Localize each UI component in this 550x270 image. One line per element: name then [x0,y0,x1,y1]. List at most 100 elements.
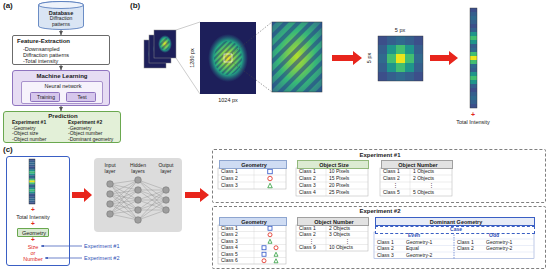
vector-cell [470,44,477,48]
circle-icon [268,176,273,181]
panel-letter: (b) [130,2,140,11]
process-arrow [430,51,458,65]
node-text: Object Number [314,219,353,225]
projection-line [176,58,200,94]
square-icon [268,169,273,174]
table-cell: Geometry-2 [406,253,432,259]
node-text: + [31,237,35,244]
dimension-label: 5 px [395,27,405,33]
vector-cell [470,52,477,56]
network-link [138,190,166,191]
table-header: Dominant Geometry [375,217,535,226]
vector-cell [29,177,35,179]
feature-tag: Geometry [17,228,49,237]
table-cell: Class 5 [221,252,238,258]
table-cell: Class 9 [299,245,316,251]
node-text: Neural network [45,83,82,89]
table-cell: 10 Objects [329,245,353,251]
vector-outline [29,159,35,204]
table-cell: 20 Pixels [329,183,349,189]
square-icon [262,246,266,250]
fringe-lines [160,38,170,51]
network-link [110,194,138,220]
case-header: Case [375,226,535,234]
vector-cell [29,168,35,170]
node-text: Test [77,95,86,101]
node-text: Size or Number [21,244,45,262]
vector-cell [29,200,35,202]
vector-cell [470,92,477,96]
table-cell: Geometry-1 [486,240,512,246]
table-cell: 2 Objects [329,226,350,232]
table-cell: ⋮ [393,183,398,189]
table-cell: Class 1 [299,169,316,175]
vector-cell [470,32,477,36]
vector-cell [29,161,35,163]
table-frame [296,168,368,196]
pointer-arrow [41,246,82,247]
full-pattern-image [200,22,256,94]
vector-cell [29,184,35,186]
vector-cell [29,159,35,161]
vector-cell [29,182,35,184]
process-arrow [332,51,362,65]
grid-cell [405,72,414,81]
table-frame [218,225,286,264]
table-cell: ⋮ [429,183,434,189]
vector-cell [29,172,35,174]
node-text: Training [37,95,55,101]
table-rule [254,168,255,189]
grid-cell [387,36,396,45]
network-neuron [107,181,114,188]
pattern-frame [149,35,171,63]
vector-cell [470,72,477,76]
cylinder-top [39,2,84,9]
table-cell: Class 1 [457,240,474,246]
table-cell: ⋮ [309,239,314,245]
zoomed-pattern-image [272,22,322,92]
table-cell: Class 5 [383,190,400,196]
network-link [110,180,138,214]
circle-icon [262,259,266,263]
step-box: Training [30,92,60,102]
vector-cell [470,56,477,60]
node-text: -Total intensity [23,58,58,64]
vector-cell [29,188,35,190]
table-frame [218,168,286,189]
grid-cell [414,72,423,81]
vector-cell [470,84,477,88]
circle-icon [268,233,272,237]
network-link [138,180,166,190]
grid-cell [387,63,396,72]
table-cell: Class 1 [221,226,238,232]
grid-cell [414,36,423,45]
vector-cell [29,190,35,192]
table-cell: Class 6 [221,258,238,264]
table-cell: Class 2 [299,232,316,238]
node-text: Experiment #1 [359,152,400,159]
node-text: -Dominant geometry [68,137,113,143]
vector-cell [470,12,477,16]
table-cell: Class 2 [299,176,316,182]
vector-cell [29,195,35,197]
table-cell: Class 1 [299,226,316,232]
table-cell: Class 2 [221,232,238,238]
node-text: Geometry [241,219,267,225]
table-cell: Class 3 [299,183,316,189]
square-icon [268,226,272,230]
network-link [110,214,138,220]
table-cell: Class 2 [457,246,474,252]
neural-network [107,177,170,224]
vector-cell [470,28,477,32]
node-text: Prediction [48,113,77,120]
vector-cell [470,96,477,100]
table-cell: Class 3 [221,183,238,189]
table-cell: Class 4 [221,245,238,251]
table-cell: Odd [489,233,499,239]
network-link [110,210,138,214]
table-cell: Class 2 [383,176,400,182]
node-text: Database [49,10,73,16]
vector-cell [470,64,477,68]
grid-cell [414,45,423,54]
grid-cell [378,36,387,45]
